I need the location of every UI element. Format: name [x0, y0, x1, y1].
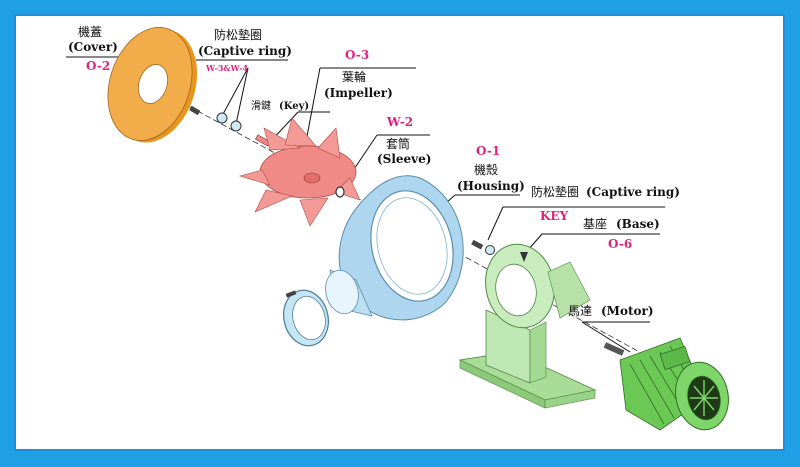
base-part [458, 243, 597, 409]
captive-ring-bottom-label-zh: 防松墊圈 [531, 185, 580, 199]
housing-label-en: (Housing) [457, 179, 525, 193]
key-bottom-code: KEY [540, 209, 569, 223]
cover-code: O-2 [86, 59, 111, 73]
leader-lines [66, 56, 665, 353]
motor-label-zh: 馬達 [568, 304, 593, 318]
impeller-part [238, 117, 361, 227]
motor-part [603, 337, 729, 431]
captive-ring-top-label-en: (Captive ring) [198, 44, 292, 58]
sleeve-code: W-2 [387, 115, 414, 129]
washer-icon [216, 112, 242, 132]
base-code: O-6 [608, 237, 633, 251]
assembly-axis [149, 84, 701, 386]
housing-label-zh: 機殼 [474, 163, 499, 177]
base-label-en: (Base) [616, 217, 660, 231]
cover-label-zh: 機蓋 [78, 25, 103, 39]
key-top-label-zh: 滑鍵 [251, 101, 271, 112]
housing-part [325, 175, 464, 321]
impeller-code: O-3 [345, 48, 370, 62]
captive-ring-top-code: W-3&W-4 [206, 63, 249, 73]
inlet-ring-part [283, 289, 329, 347]
impeller-label-en: (Impeller) [324, 86, 393, 100]
impeller-label-zh: 葉輪 [342, 70, 367, 84]
captive-ring-top-label-zh: 防松墊圈 [214, 28, 263, 42]
washer-icon [485, 245, 495, 255]
sleeve-label-zh: 套筒 [386, 137, 411, 151]
sleeve-part [335, 186, 345, 198]
housing-code: O-1 [476, 144, 501, 158]
cover-label-en: (Cover) [68, 40, 118, 54]
base-label-zh: 基座 [583, 217, 608, 231]
key-top-label-en: (Key) [279, 101, 310, 112]
motor-label-en: (Motor) [601, 304, 654, 318]
cover-part [107, 27, 198, 143]
bolt-icon [189, 105, 201, 116]
sleeve-label-en: (Sleeve) [377, 152, 432, 166]
bolt-icon [471, 239, 484, 250]
captive-ring-bottom-label-en: (Captive ring) [586, 185, 680, 199]
